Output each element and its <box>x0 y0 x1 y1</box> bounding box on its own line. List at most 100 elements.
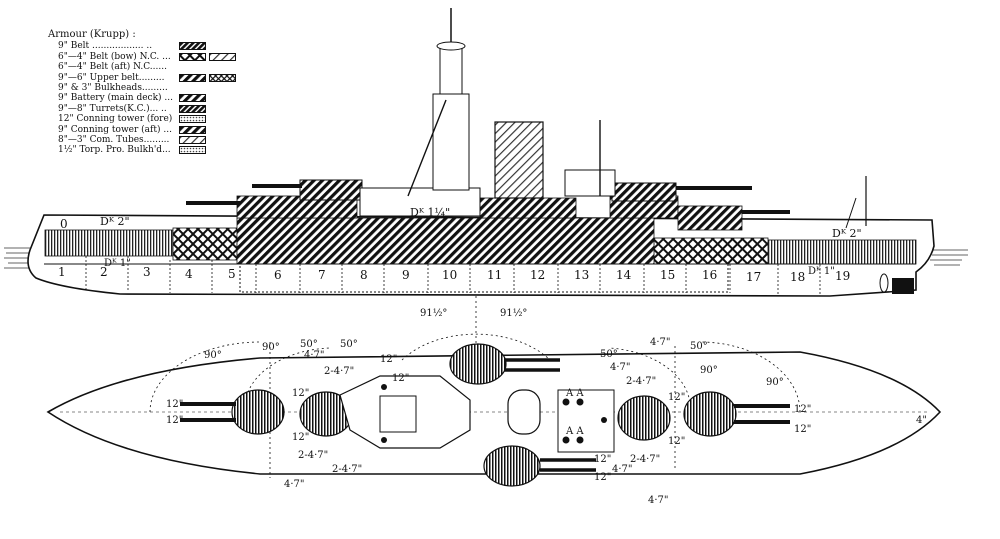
gun-label-47-bottom-left: 4·7" <box>284 479 305 490</box>
tripod-leg <box>407 99 447 197</box>
water-hatching-bow <box>4 247 30 269</box>
legend-item-label: 6"—4" Belt (aft) N.C...... <box>58 62 167 73</box>
main-belt <box>236 217 655 265</box>
legend-swatch <box>179 42 206 51</box>
legend-swatch <box>179 135 206 144</box>
aa-label-2: A A <box>565 426 584 437</box>
legend-swatch <box>209 73 236 82</box>
bridge-tower <box>432 93 470 191</box>
legend-swatch <box>209 52 236 61</box>
legend-item: 9" Belt .................. .. <box>48 41 248 51</box>
arc-label-90-left: 90° <box>204 350 222 361</box>
compartment-2: 2 <box>100 265 108 279</box>
legend-item: 9" & 3" Bulkheads......... <box>48 83 248 93</box>
superstructure-fore <box>359 187 481 217</box>
gun-label-2-47-a: 2-4·7" <box>324 366 354 377</box>
gun-label-47-right-a: 4·7" <box>610 362 631 373</box>
gun-label-12-h: 12" <box>594 472 611 483</box>
gun-label-12-fore1: 12" <box>166 399 183 410</box>
deck-label-aft: Dᴷ 2" <box>832 227 862 240</box>
arc-label-50-left: 50° <box>300 339 318 350</box>
legend-item-label: 1½" Torp. Pro. Bulkh'd... <box>58 145 171 156</box>
propeller <box>879 273 889 293</box>
compartment-dividers <box>85 256 821 294</box>
arc-label-50-right: 50° <box>600 349 618 360</box>
upper-belt-fore <box>236 195 358 219</box>
legend-item-label: 6"—4" Belt (bow) N.C. ... <box>58 51 171 62</box>
arc-label-50-left2: 50° <box>340 339 358 350</box>
profile-turret-x <box>611 182 677 202</box>
legend-item: 6"—4" Belt (aft) N.C...... <box>48 62 248 72</box>
compartment-9: 9 <box>402 268 410 282</box>
compartment-13: 13 <box>574 268 589 282</box>
gun-label-2-47-e: 2-4·7" <box>630 454 660 465</box>
legend-item-label: 9"—8" Turrets(K.C.)... .. <box>58 103 167 114</box>
gun-label-47-top-left: 4·7" <box>304 350 325 361</box>
legend-item-label: 9" Belt .................. .. <box>58 41 153 52</box>
plan-labels: 90° 90° 50° 50° 91½° 91½° 50° 50° 90° 90… <box>166 308 927 506</box>
legend-title: Armour (Krupp) : <box>48 29 136 40</box>
superstructure-aft <box>564 169 616 197</box>
compartment-1: 1 <box>58 265 66 279</box>
bow-belt <box>44 229 174 257</box>
aft-belt <box>767 239 917 265</box>
aa-label-1: A A <box>565 388 584 399</box>
ship-plan: 90° 90° 50° 50° 91½° 91½° 50° 50° 90° 90… <box>46 296 942 506</box>
compartment-6: 6 <box>274 268 282 282</box>
gun-label-12-f: 12" <box>668 436 685 447</box>
gun-label-4-stern: 4" <box>916 415 927 426</box>
gun-label-47-top-right: 4·7" <box>650 337 671 348</box>
arc-label-50-right2: 50° <box>690 341 708 352</box>
legend-item: 6"—4" Belt (bow) N.C. ... <box>48 52 248 62</box>
ship-profile: Dᴷ 2" Dᴷ 1" Dᴷ 1¼" Dᴷ 2" Dᴷ 1" 0 1 2 3 4… <box>4 8 968 297</box>
gun-label-12-c: 12" <box>292 388 309 399</box>
gun-label-2-47-d: 2-4·7" <box>626 376 656 387</box>
compartment-4: 4 <box>185 267 193 281</box>
gun-label-12-e: 12" <box>668 392 685 403</box>
gun-label-2-47-c: 2-4·7" <box>332 464 362 475</box>
gun-label-12-fore2: 12" <box>166 415 183 426</box>
gun-label-47-bottom-right: 4·7" <box>648 495 669 506</box>
legend-item-label: 9" & 3" Bulkheads......... <box>58 82 168 93</box>
deck-label-mid: Dᴷ 1¼" <box>410 206 450 219</box>
legend-swatch <box>179 146 206 155</box>
compartment-11: 11 <box>487 268 502 282</box>
deck-label-bow: Dᴷ 2" <box>100 215 130 228</box>
profile-guns <box>186 184 790 214</box>
water-hatching-stern <box>930 249 968 266</box>
gun-label-47-bottom-mid: 4·7" <box>612 464 633 475</box>
rudder <box>892 278 914 294</box>
foremast-top <box>439 47 463 95</box>
deck-outline <box>46 351 942 475</box>
profile-turret-a <box>299 179 363 201</box>
stern-crane <box>845 197 857 229</box>
compartment-3: 3 <box>143 265 151 279</box>
legend-item-label: 9" Conning tower (aft) ... <box>58 124 172 135</box>
gun-label-12-aft2: 12" <box>794 424 811 435</box>
compartment-12: 12 <box>530 268 545 282</box>
turret-a <box>180 389 285 435</box>
legend-item: 9"—8" Turrets(K.C.)... .. <box>48 104 248 114</box>
legend-swatch <box>179 125 206 134</box>
compartment-10: 10 <box>442 268 457 282</box>
gun-label-2-47-b: 2-4·7" <box>298 450 328 461</box>
compartment-18: 18 <box>790 270 805 284</box>
legend-swatch <box>179 94 206 103</box>
turret-y <box>683 391 790 437</box>
legend-item: 12" Conning tower (fore) <box>48 114 248 124</box>
legend-item-label: 12" Conning tower (fore) <box>58 114 173 125</box>
aft-belt-cross <box>653 237 769 265</box>
compartment-8: 8 <box>360 268 368 282</box>
legend-item-label: 9" Battery (main deck) ... <box>58 93 173 104</box>
compartment-7: 7 <box>318 268 326 282</box>
fighting-top <box>436 41 466 51</box>
compartment-0: 0 <box>60 217 68 231</box>
turret-q <box>483 445 596 487</box>
compartment-numbers: 0 1 2 3 4 5 6 7 8 9 10 11 12 13 14 15 16… <box>58 217 850 284</box>
armour-legend: Armour (Krupp) : 9" Belt ...............… <box>48 29 248 156</box>
gun-label-12-a: 12" <box>380 354 397 365</box>
aa-guns <box>381 384 607 444</box>
legend-item: 9"—6" Upper belt......... <box>48 73 248 83</box>
